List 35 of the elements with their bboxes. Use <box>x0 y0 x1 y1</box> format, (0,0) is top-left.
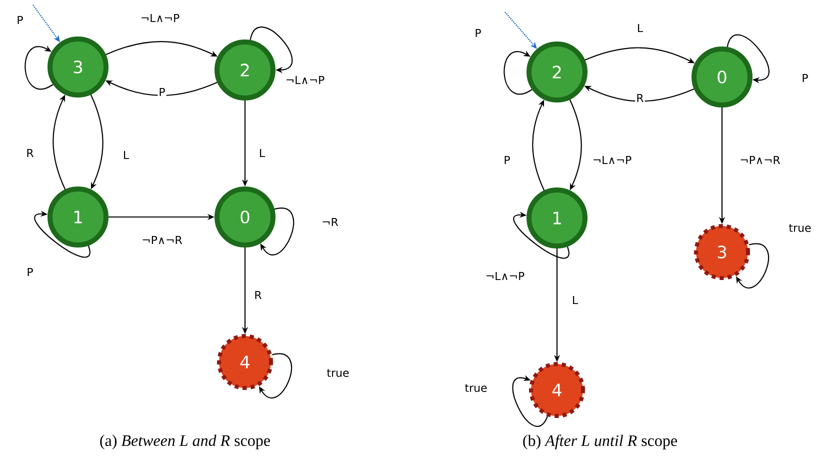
edge-label: P <box>800 73 810 84</box>
loop-arrow <box>504 50 532 94</box>
edge-label: true <box>326 368 350 378</box>
loop-arrow <box>250 26 293 74</box>
edge-label: L <box>636 23 644 33</box>
edge-label: ¬L∧¬P <box>139 13 181 23</box>
loop-arrow <box>34 210 90 258</box>
edge-label: ¬L∧¬P <box>484 271 526 282</box>
edge-label: P <box>158 87 166 97</box>
edge-label: L <box>258 148 266 158</box>
subfigure-caption: (a) Between L and R scope <box>100 434 270 450</box>
subfigure-caption: (b) After L until R scope <box>523 434 677 450</box>
edge-label: L <box>570 295 580 306</box>
edge-label: P <box>16 15 24 25</box>
edge-label: ¬P∧¬R <box>738 155 782 165</box>
edge-label: true <box>788 223 812 233</box>
edge-label: R <box>253 290 263 300</box>
edge-label: R <box>25 148 35 158</box>
edge-label: true <box>464 383 488 393</box>
edge-label: ¬R <box>320 217 340 227</box>
loop-arrow <box>736 243 769 288</box>
loop-arrow <box>513 212 570 258</box>
edge-label: P <box>502 155 512 165</box>
edge-label: ¬L∧¬P <box>284 75 326 86</box>
loop-arrow <box>726 34 770 84</box>
loop-arrow <box>24 46 54 90</box>
edge-label: R <box>635 93 645 104</box>
edge-label: ¬P∧¬R <box>140 235 184 246</box>
loop-arrow <box>260 208 294 256</box>
edge-label: ¬L∧¬P <box>591 155 633 165</box>
edge-label: P <box>474 28 482 38</box>
edge-label: P <box>26 267 34 278</box>
loop-arrow <box>259 353 292 398</box>
loop-arrow <box>512 375 548 427</box>
edge-label: L <box>122 150 130 160</box>
